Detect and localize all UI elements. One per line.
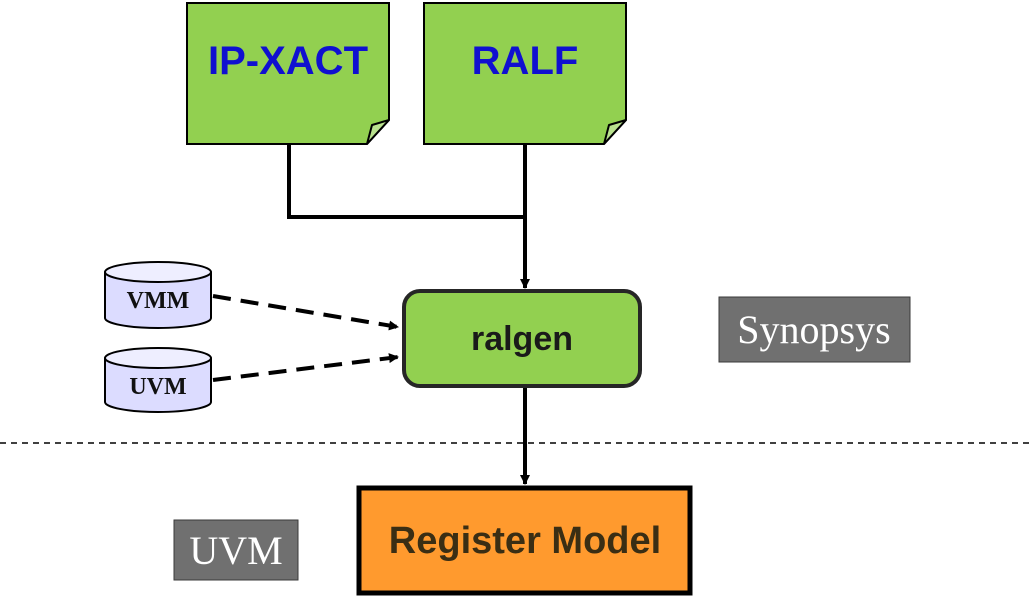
- uvm-arrow: [212, 353, 399, 382]
- vmm-database: VMM: [104, 261, 212, 329]
- register-model-label: Register Model: [389, 520, 661, 562]
- ralgen-box: ralgen: [402, 289, 642, 388]
- uvm-db-label: UVM: [129, 374, 186, 400]
- uvm-database: UVM: [104, 347, 212, 413]
- register-model-box: Register Model: [356, 485, 693, 596]
- uvm-tag-label: UVM: [189, 528, 282, 573]
- uvm-tag: UVM: [173, 519, 299, 581]
- vmm-arrow: [212, 294, 399, 331]
- ipxact-connector: [287, 144, 525, 219]
- ralf-label: RALF: [472, 39, 579, 83]
- vmm-label: VMM: [127, 288, 190, 314]
- synopsys-label: Synopsys: [737, 307, 890, 352]
- ralgen-label: ralgen: [471, 320, 573, 358]
- ipxact-label: IP-XACT: [208, 39, 368, 83]
- ralf-document: RALF: [423, 2, 627, 145]
- input-connectors: [287, 144, 530, 289]
- ipxact-document: IP-XACT: [186, 2, 390, 145]
- synopsys-tag: Synopsys: [718, 296, 911, 363]
